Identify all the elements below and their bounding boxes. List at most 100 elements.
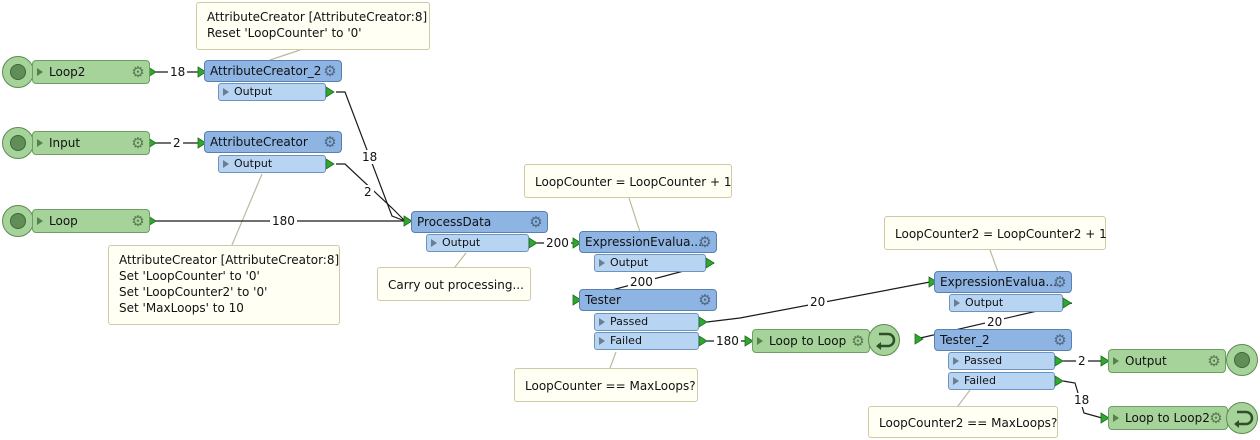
feature-count[interactable]: 2 xyxy=(362,185,374,199)
loop-return-icon[interactable] xyxy=(1226,402,1258,434)
output-port[interactable]: Output xyxy=(218,155,326,173)
transformer-tester[interactable]: Tester ⚙ xyxy=(579,289,717,311)
gear-icon[interactable]: ⚙ xyxy=(698,233,712,251)
feature-count[interactable]: 18 xyxy=(360,150,380,164)
transformer-expressionevaluator-2[interactable]: ExpressionEvalua... ⚙ xyxy=(934,271,1072,293)
expand-icon[interactable] xyxy=(757,337,763,345)
gear-icon[interactable]: ⚙ xyxy=(1053,273,1067,291)
input-loop2[interactable]: Loop2 ⚙ xyxy=(32,60,150,84)
output-loop-to-loop2[interactable]: Loop to Loop2 ⚙ xyxy=(1108,406,1228,430)
gear-icon[interactable]: ⚙ xyxy=(323,133,337,151)
annotation-attributecreator[interactable]: AttributeCreator [AttributeCreator:8] Se… xyxy=(108,245,340,325)
note-line: LoopCounter == MaxLoops? xyxy=(525,379,696,393)
junction-input-icon[interactable] xyxy=(2,56,34,88)
output-port[interactable]: Output xyxy=(218,83,326,101)
feature-count[interactable]: 200 xyxy=(544,236,571,250)
port-label: Output xyxy=(442,236,481,249)
feature-count[interactable]: 18 xyxy=(1072,393,1092,407)
feature-count[interactable]: 2 xyxy=(1076,354,1088,368)
note-line: AttributeCreator [AttributeCreator:8] xyxy=(119,253,340,267)
feature-count[interactable]: 2 xyxy=(171,136,183,150)
note-pointer-tester2 xyxy=(957,389,971,407)
note-pointer-expr2 xyxy=(989,249,999,273)
output-connector xyxy=(1062,297,1072,309)
feature-count[interactable]: 20 xyxy=(808,295,828,309)
gear-icon[interactable]: ⚙ xyxy=(1207,352,1221,370)
transformer-attributecreator-2[interactable]: AttributeCreator_2 ⚙ xyxy=(204,60,342,82)
failed-port[interactable]: Failed xyxy=(948,372,1055,390)
loop-return-icon[interactable] xyxy=(868,324,900,356)
expand-icon[interactable] xyxy=(37,139,43,147)
gear-icon[interactable]: ⚙ xyxy=(851,332,865,350)
note-line: Set 'LoopCounter2' to '0' xyxy=(119,285,268,299)
port-label: Output xyxy=(234,157,273,170)
junction-input-icon[interactable] xyxy=(2,205,34,237)
note-pointer-ac2 xyxy=(269,49,301,61)
gear-icon[interactable]: ⚙ xyxy=(529,213,543,231)
expand-icon[interactable] xyxy=(223,160,229,168)
port-label: Output xyxy=(234,85,273,98)
transformer-tester-2[interactable]: Tester_2 ⚙ xyxy=(934,329,1072,351)
transformer-processdata[interactable]: ProcessData ⚙ xyxy=(411,211,548,233)
expand-icon[interactable] xyxy=(953,357,959,365)
feature-count[interactable]: 18 xyxy=(168,65,188,79)
node-label: Loop xyxy=(49,214,78,228)
output-connector xyxy=(698,335,708,347)
expand-icon[interactable] xyxy=(599,318,605,326)
output-loop-to-loop[interactable]: Loop to Loop ⚙ xyxy=(752,329,870,353)
link-tester-expr2 xyxy=(706,281,931,323)
note-line: Set 'MaxLoops' to 10 xyxy=(119,301,244,315)
gear-icon[interactable]: ⚙ xyxy=(1209,409,1223,427)
annotation-expressionevaluator-1[interactable]: LoopCounter = LoopCounter + 1 xyxy=(524,164,732,198)
expand-icon[interactable] xyxy=(1113,357,1119,365)
output-connector xyxy=(1054,375,1064,387)
feature-count[interactable]: 180 xyxy=(270,214,297,228)
failed-port[interactable]: Failed xyxy=(594,332,699,350)
note-line: AttributeCreator [AttributeCreator:8] xyxy=(207,10,428,24)
output-connector xyxy=(698,316,708,328)
input-connector xyxy=(403,215,413,227)
expand-icon[interactable] xyxy=(223,88,229,96)
feature-count[interactable]: 180 xyxy=(714,334,741,348)
gear-icon[interactable]: ⚙ xyxy=(1053,331,1067,349)
input-connector xyxy=(1100,412,1110,424)
input-loop[interactable]: Loop ⚙ xyxy=(32,209,150,233)
passed-port[interactable]: Passed xyxy=(594,313,699,331)
annotation-tester[interactable]: LoopCounter == MaxLoops? xyxy=(514,368,698,402)
annotation-processdata[interactable]: Carry out processing... xyxy=(377,267,531,301)
gear-icon[interactable]: ⚙ xyxy=(131,134,145,152)
note-line: LoopCounter2 == MaxLoops? xyxy=(879,416,1058,430)
junction-input-icon[interactable] xyxy=(2,127,34,159)
transformer-attributecreator[interactable]: AttributeCreator ⚙ xyxy=(204,131,342,153)
gear-icon[interactable]: ⚙ xyxy=(131,63,145,81)
feature-count[interactable]: 200 xyxy=(628,275,655,289)
transformer-expressionevaluator[interactable]: ExpressionEvalua... ⚙ xyxy=(579,231,717,253)
input-connector xyxy=(914,333,924,345)
port-label: Output xyxy=(965,296,1004,309)
gear-icon[interactable]: ⚙ xyxy=(323,62,337,80)
gear-icon[interactable]: ⚙ xyxy=(698,291,712,309)
output-port[interactable]: Output xyxy=(426,234,529,252)
output-port[interactable]: Output xyxy=(949,294,1063,312)
expand-icon[interactable] xyxy=(37,217,43,225)
expand-icon[interactable] xyxy=(599,259,605,267)
input-connector xyxy=(928,276,938,288)
output-port[interactable]: Output xyxy=(594,254,706,272)
transformer-name: AttributeCreator xyxy=(210,135,308,149)
junction-output-icon[interactable] xyxy=(1226,344,1258,376)
annotation-expressionevaluator-2[interactable]: LoopCounter2 = LoopCounter2 + 1 xyxy=(884,216,1107,250)
output-output[interactable]: Output ⚙ xyxy=(1108,349,1226,373)
feature-count[interactable]: 20 xyxy=(985,315,1005,329)
output-connector xyxy=(325,86,335,98)
expand-icon[interactable] xyxy=(599,337,605,345)
annotation-attributecreator-2[interactable]: AttributeCreator [AttributeCreator:8] Re… xyxy=(196,2,430,50)
expand-icon[interactable] xyxy=(1113,414,1119,422)
expand-icon[interactable] xyxy=(954,299,960,307)
gear-icon[interactable]: ⚙ xyxy=(131,212,145,230)
input-input[interactable]: Input ⚙ xyxy=(32,131,150,155)
expand-icon[interactable] xyxy=(431,239,437,247)
annotation-tester-2[interactable]: LoopCounter2 == MaxLoops? xyxy=(868,406,1058,438)
expand-icon[interactable] xyxy=(953,377,959,385)
expand-icon[interactable] xyxy=(37,68,43,76)
passed-port[interactable]: Passed xyxy=(948,352,1055,370)
